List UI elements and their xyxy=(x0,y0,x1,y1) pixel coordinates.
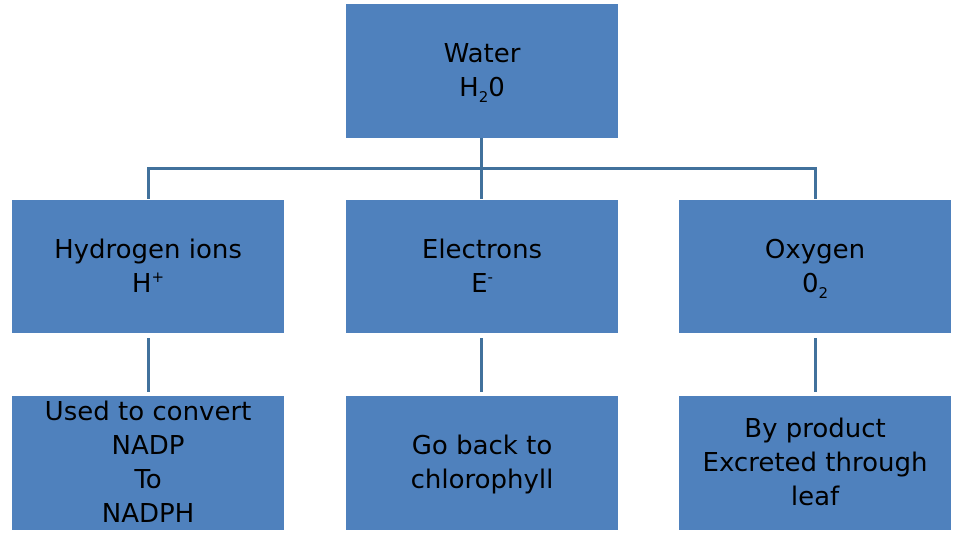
node-electrons: Electrons E- xyxy=(346,200,618,333)
connector-to-electrons xyxy=(480,167,483,199)
node-text-line: chlorophyll xyxy=(410,465,554,495)
node-text-line: NADP xyxy=(111,431,185,461)
connector-hydrogen-down xyxy=(147,338,150,392)
node-oxygen: Oxygen 02 xyxy=(679,200,951,333)
node-text-line: Used to convert xyxy=(44,397,252,427)
node-electrons-title: Electrons xyxy=(421,234,543,265)
node-oxygen-formula: 02 xyxy=(801,268,829,302)
node-text-line: Excreted through xyxy=(702,448,928,478)
node-nadp-conversion: Used to convert NADP To NADPH xyxy=(12,396,284,530)
node-hydrogen-ions: Hydrogen ions H+ xyxy=(12,200,284,333)
node-water-formula: H20 xyxy=(459,73,505,106)
node-electrons-formula: E- xyxy=(471,267,493,299)
node-oxygen-title: Oxygen xyxy=(764,234,866,265)
node-text-line: leaf xyxy=(790,482,840,512)
node-text-line: NADPH xyxy=(101,499,195,529)
node-byproduct: By product Excreted through leaf xyxy=(679,396,951,530)
node-hydrogen-formula: H+ xyxy=(131,267,165,299)
connector-to-hydrogen xyxy=(147,167,150,199)
node-chlorophyll: Go back to chlorophyll xyxy=(346,396,618,530)
connector-oxygen-down xyxy=(814,338,817,392)
node-hydrogen-title: Hydrogen ions xyxy=(54,234,242,265)
node-text-line: By product xyxy=(744,414,886,444)
connector-electrons-down xyxy=(480,338,483,392)
node-text-line: To xyxy=(134,465,162,495)
connector-root-down xyxy=(480,138,483,169)
node-water-title: Water xyxy=(443,39,521,69)
node-text-line: Go back to xyxy=(411,431,553,461)
connector-to-oxygen xyxy=(814,167,817,199)
node-water: Water H20 xyxy=(346,4,618,138)
